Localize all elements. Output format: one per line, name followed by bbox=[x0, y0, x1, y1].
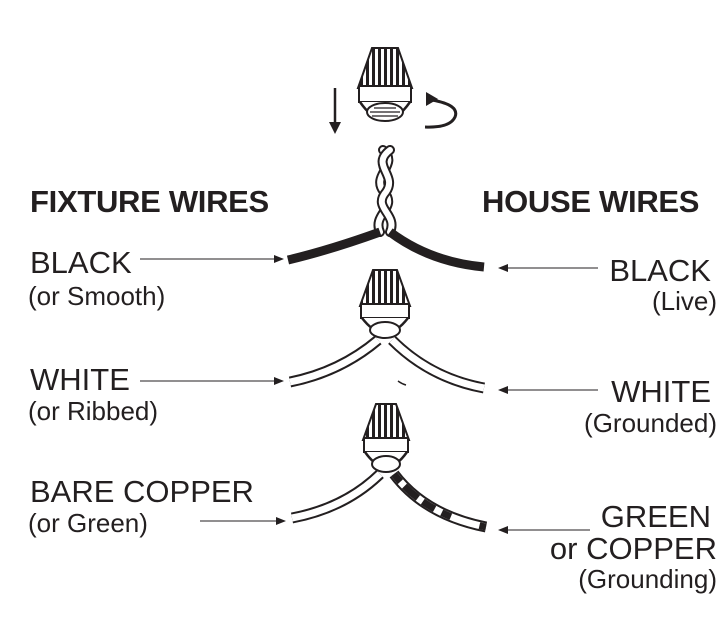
white-wires bbox=[288, 335, 486, 394]
wire-nut-icon bbox=[361, 403, 411, 473]
ground-wires bbox=[290, 470, 488, 533]
fixture-wires-heading: FIXTURE WIRES bbox=[30, 184, 269, 219]
house-white-label: WHITE bbox=[611, 374, 711, 409]
house-ground-sublabel: or COPPER bbox=[549, 531, 717, 566]
wire-nut-icon bbox=[356, 47, 414, 122]
fixture-black-sublabel: (or Smooth) bbox=[28, 281, 166, 311]
house-ground-note: (Grounding) bbox=[578, 564, 717, 594]
black-wires bbox=[286, 227, 485, 272]
fixture-ground-sublabel: (or Green) bbox=[28, 508, 148, 538]
fixture-white-label: WHITE bbox=[30, 362, 130, 397]
house-black-label: BLACK bbox=[609, 253, 711, 288]
fixture-white-sublabel: (or Ribbed) bbox=[28, 396, 159, 426]
house-wires-heading: HOUSE WIRES bbox=[482, 184, 700, 219]
down-arrow-icon bbox=[329, 88, 341, 134]
house-ground-label: GREEN bbox=[600, 499, 711, 534]
fixture-ground-label: BARE COPPER bbox=[30, 474, 254, 509]
house-black-sublabel: (Live) bbox=[651, 286, 717, 316]
twisted-wires bbox=[373, 145, 397, 237]
wire-nut-icon bbox=[358, 269, 412, 339]
rotate-arrow-icon bbox=[424, 92, 458, 129]
fixture-black-label: BLACK bbox=[30, 245, 132, 280]
house-white-sublabel: (Grounded) bbox=[584, 408, 717, 438]
